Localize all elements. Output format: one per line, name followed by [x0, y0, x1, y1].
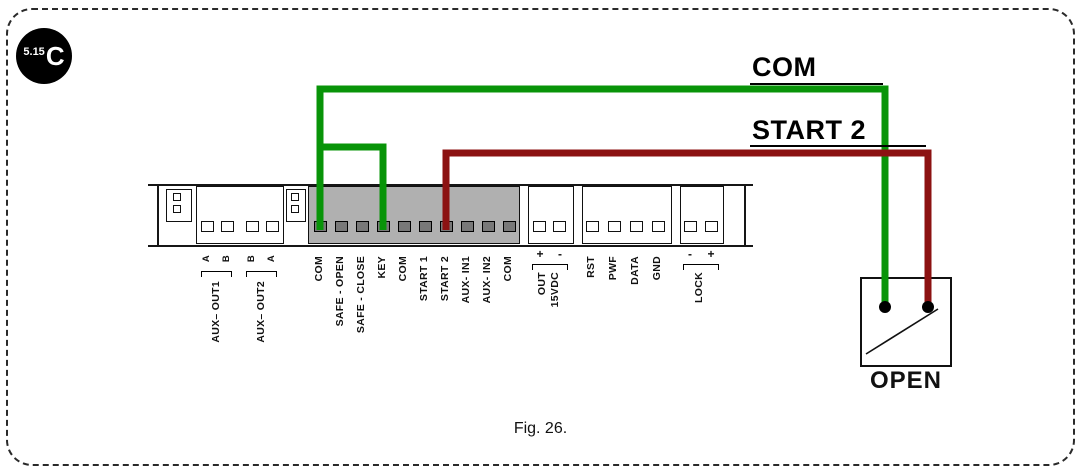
pin-label-a1: A [201, 255, 212, 263]
start2-label-underline [750, 145, 926, 147]
label-com-2: COM [397, 256, 409, 282]
out-bracket [532, 264, 568, 270]
label-data: DATA [629, 256, 641, 285]
terminal-pwf [608, 221, 621, 232]
terminal-aux-out2-a [266, 221, 279, 232]
section-badge: 5.15 C [16, 28, 72, 84]
out-minus-sign: - [558, 247, 562, 261]
pin-label-a2: A [266, 255, 277, 263]
terminal-start1 [419, 221, 432, 232]
terminal-aux-out2-b [246, 221, 259, 232]
lock-bracket [683, 264, 719, 270]
lock-block [680, 186, 724, 244]
terminal-aux-out1-a [201, 221, 214, 232]
lock-plus-sign: + [707, 247, 715, 261]
aux-output-block [196, 186, 284, 244]
out-15vdc-block [528, 186, 574, 244]
terminal-safe-close [356, 221, 369, 232]
section-number: 5.15 [23, 46, 45, 58]
terminal-key [377, 221, 390, 232]
label-safe-close: SAFE - CLOSE [355, 256, 367, 334]
section-letter: C [45, 40, 65, 71]
pin-left-2 [173, 205, 181, 213]
label-aux-in2: AUX- IN2 [481, 256, 493, 304]
terminal-aux-out1-b [221, 221, 234, 232]
pin-label-b2: B [246, 255, 257, 263]
main-terminal-block [308, 186, 520, 244]
terminal-aux-in2 [482, 221, 495, 232]
label-key: KEY [376, 256, 388, 279]
label-pwf: PWF [607, 256, 619, 281]
label-start2: START 2 [439, 256, 451, 302]
open-switch-label: OPEN [869, 367, 942, 394]
out-plus-sign: + [536, 247, 544, 261]
terminal-data [630, 221, 643, 232]
com-label-underline [750, 83, 883, 85]
terminal-lock-minus [684, 221, 697, 232]
label-com-1: COM [313, 256, 325, 282]
out-label-line2: 15VDC [549, 272, 561, 308]
pin-label-b1: B [221, 255, 232, 263]
signal-terminal-block [582, 186, 672, 244]
com-wire-label: COM [752, 52, 817, 82]
terminal-safe-open [335, 221, 348, 232]
board-bottom-edge [148, 245, 753, 247]
terminal-start2 [440, 221, 453, 232]
pin-right-2 [291, 205, 299, 213]
out-label-line1: OUT [536, 272, 548, 296]
pin-left-1 [173, 193, 181, 201]
terminal-lock-plus [705, 221, 718, 232]
label-aux-in1: AUX- IN1 [460, 256, 472, 304]
terminal-com-1 [314, 221, 327, 232]
aux-out1-bracket [201, 271, 232, 277]
terminal-aux-in1 [461, 221, 474, 232]
label-rst: RST [585, 256, 597, 278]
lock-minus-sign: - [688, 247, 692, 261]
terminal-com-3 [503, 221, 516, 232]
aux-out2-bracket [246, 271, 277, 277]
start2-wire-label: START 2 [752, 115, 867, 145]
terminal-gnd [652, 221, 665, 232]
figure-border [6, 8, 1075, 466]
board-left-cap [157, 184, 159, 247]
label-com-3: COM [502, 256, 514, 282]
open-switch [860, 277, 952, 367]
terminal-com-2 [398, 221, 411, 232]
terminal-out-minus [553, 221, 566, 232]
terminal-rst [586, 221, 599, 232]
label-gnd: GND [651, 256, 663, 281]
board-right-cap [744, 184, 746, 247]
label-safe-open: SAFE - OPEN [334, 256, 346, 327]
terminal-out-plus [533, 221, 546, 232]
pin-right-1 [291, 193, 299, 201]
aux-out2-label: AUX– OUT2 [255, 281, 267, 343]
aux-out1-label: AUX– OUT1 [210, 281, 222, 343]
lock-label: LOCK [693, 272, 705, 303]
figure-caption: Fig. 26. [513, 420, 568, 437]
label-start1: START 1 [418, 256, 430, 302]
